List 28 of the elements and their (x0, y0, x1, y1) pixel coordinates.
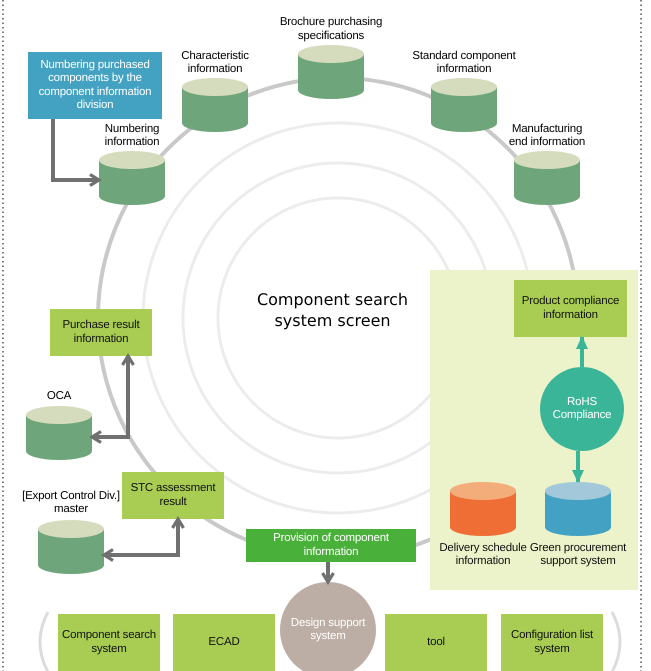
node-label: [Export Control Div.] master (21, 488, 121, 517)
circle-node: Design support system (280, 582, 376, 671)
node-label: Green procurement support system (528, 540, 628, 569)
process-box: tool (385, 614, 487, 671)
center-label: Component search system screen (256, 290, 410, 332)
arrow (320, 562, 336, 584)
arrow (572, 451, 584, 483)
node-label: Standard component information (411, 48, 517, 77)
process-box: Numbering purchased components by the component information division (28, 52, 162, 119)
arrow (51, 119, 101, 188)
node-label: OCA (46, 389, 72, 404)
arrow (576, 336, 588, 367)
circle-node: RoHS Compliance (540, 367, 624, 451)
process-box: Purchase result information (50, 309, 152, 356)
arrow (90, 354, 136, 444)
node-label: Brochure purchasing specifications (278, 15, 384, 44)
process-box: STC assessment result (122, 472, 224, 519)
arrow (102, 517, 186, 562)
panel-background (430, 270, 638, 590)
process-box: ECAD (173, 614, 275, 671)
process-box: Component search system (58, 614, 160, 671)
node-label: Numbering information (104, 122, 160, 150)
process-box: Product compliance information (514, 280, 627, 337)
node-label: Manufacturing end information (508, 122, 586, 150)
process-box: Provision of component information (246, 529, 416, 562)
node-label: Characteristic information (180, 48, 250, 77)
process-box: Configuration list system (501, 614, 603, 671)
node-label: Delivery schedule information (438, 540, 528, 569)
